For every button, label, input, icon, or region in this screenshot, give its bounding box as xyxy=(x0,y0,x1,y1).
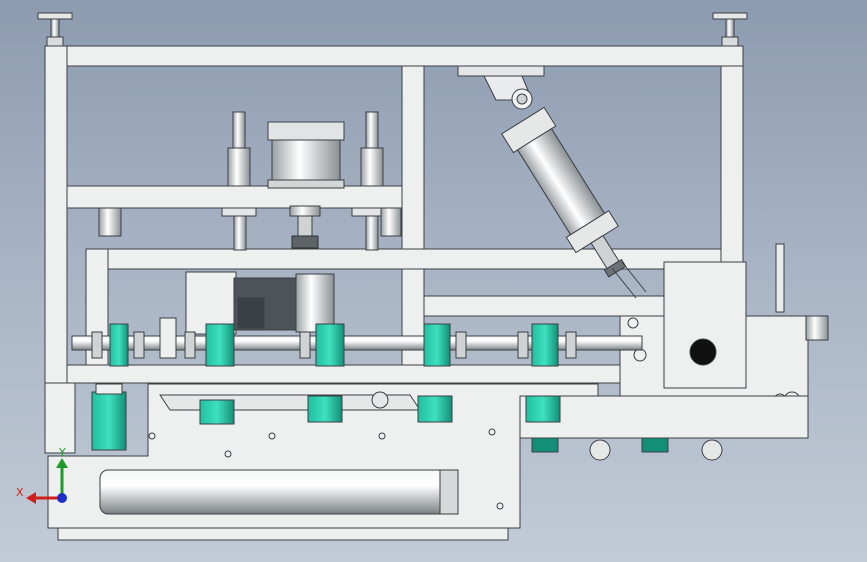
lower-roller[interactable] xyxy=(99,469,459,515)
caster-wheels[interactable] xyxy=(91,383,723,461)
leveling-foot-left xyxy=(37,12,73,47)
leveling-foot-right xyxy=(712,12,748,47)
bearing-housing[interactable] xyxy=(619,243,829,409)
axis-x-label: X xyxy=(16,486,24,499)
main-frame[interactable] xyxy=(44,45,744,454)
drive-shaft[interactable] xyxy=(71,317,643,367)
mounting-holes xyxy=(148,428,504,510)
axis-triad-icon: Y X xyxy=(16,446,68,504)
upper-gearbox[interactable] xyxy=(267,121,345,249)
guide-posts xyxy=(98,111,402,251)
axis-y-label: Y xyxy=(58,446,66,459)
pneumatic-cylinder[interactable] xyxy=(457,65,647,299)
drive-motor[interactable] xyxy=(185,271,335,335)
